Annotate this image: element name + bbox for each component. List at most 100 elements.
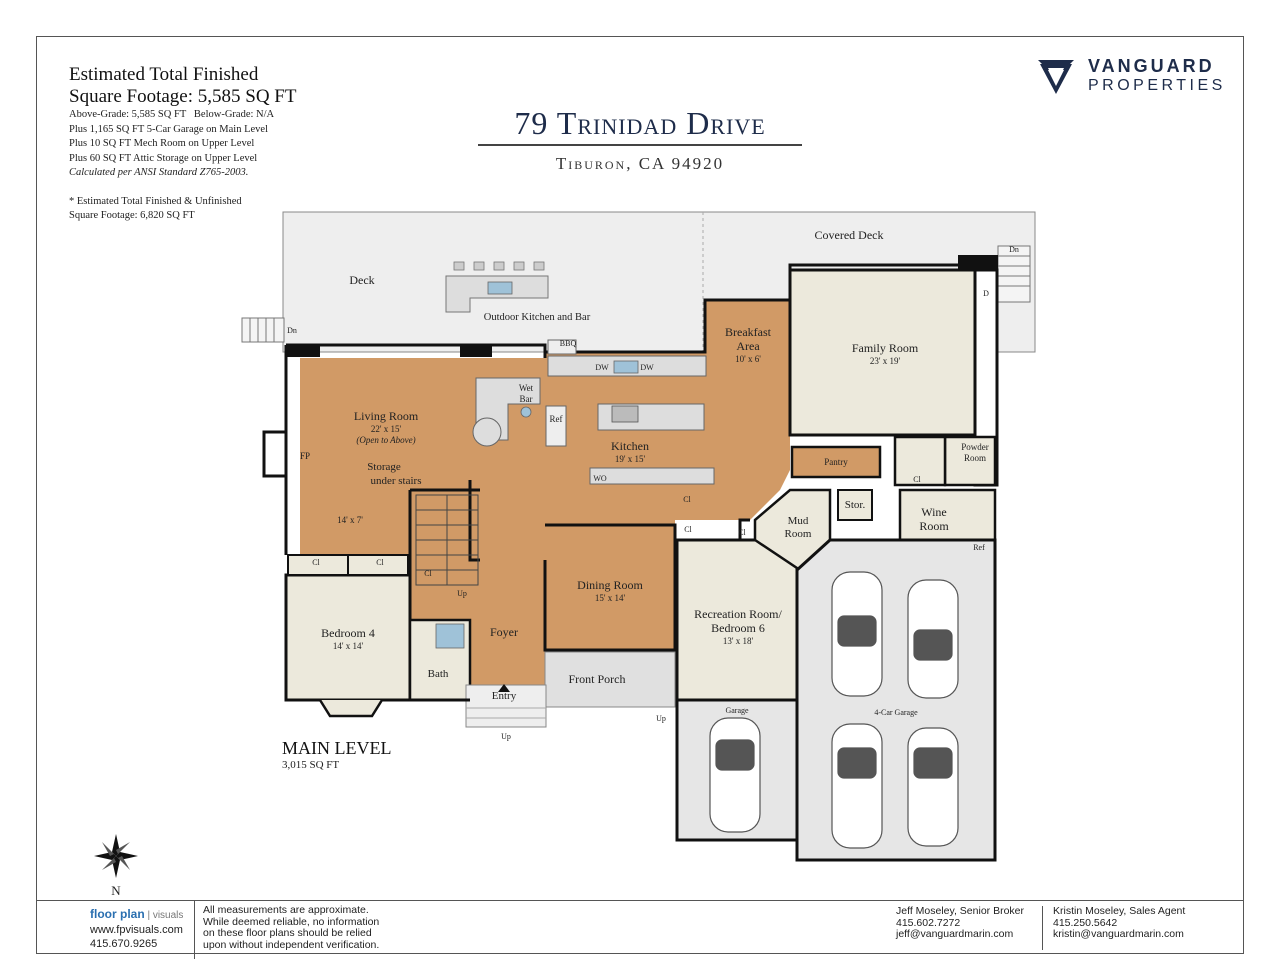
dining-room-label: Dining Room [577,578,643,592]
dishwasher-label: DW [640,363,654,372]
property-title: 79 Trinidad Drive Tiburon, CA 94920 [478,104,802,174]
powder-room-label-line2: Room [964,453,986,463]
wine-room-floor [898,488,997,544]
closet-label: Cl [684,525,692,534]
sqft-detail: Plus 1,165 SQ FT 5-Car Garage on Main Le… [69,123,268,135]
fireplace-icon [262,430,288,478]
kitchen-dimensions: 19' x 15' [615,454,646,464]
fp-phone: 415.670.9265 [90,938,158,950]
storage-label-line1: Storage [367,461,401,473]
powder-room-label-line1: Powder [961,442,989,452]
disclaimer-line: on these floor plans should be relied [203,927,372,939]
breakfast-dimensions: 10' x 6' [735,354,761,364]
breakfast-label-line2: Area [736,339,760,353]
agent-contact-jeff: Jeff Moseley, Senior Broker 415.602.7272… [896,905,1024,941]
fpvisuals-logo: floor plan | visuals www.fpvisuals.com 4… [90,907,184,950]
deck-stairs-right [997,245,1031,303]
deck-stairs-left [241,317,285,343]
stairs-up-label: Up [457,589,467,598]
agent-name: Kristin Moseley, Sales Agent [1053,905,1186,917]
sqft-detail: Plus 10 SQ FT Mech Room on Upper Level [69,138,255,149]
deck-down-label: Dn [287,326,297,335]
cooktop-icon [611,405,639,423]
car-icon [709,571,959,849]
family-room-label: Family Room [852,341,919,355]
sqft-standard: Calculated per ANSI Standard Z765-2003. [69,167,249,178]
breakfast-label-line1: Breakfast [725,325,772,339]
wet-bar-label-line2: Bar [520,394,533,404]
four-car-garage-label: 4-Car Garage [874,708,918,717]
compass-north-label: N [111,883,121,898]
disclaimer-line: upon without independent verification. [203,938,380,951]
living-room-dimensions: 22' x 15' [371,424,402,434]
foyer-label: Foyer [490,625,518,639]
dining-room-floor [545,525,675,650]
living-room-note: (Open to Above) [356,435,415,445]
fireplace-label: FP [300,451,310,461]
property-address: 79 Trinidad Drive [514,105,766,141]
storage-dimensions: 14' x 7' [337,515,363,525]
ref-label: Ref [550,414,563,424]
title-divider [478,144,802,146]
closet-label: Cl [738,528,746,537]
square-footage-summary: Estimated Total Finished Square Footage:… [69,64,389,224]
bath-label: Bath [428,668,449,680]
wet-bar-label-line1: Wet [519,383,534,393]
kitchen-label: Kitchen [611,439,649,453]
entry-label: Entry [492,690,517,702]
wood-floor-main [300,300,790,700]
powder-room-floor [943,435,997,487]
agent-phone: 415.250.5642 [1053,916,1118,929]
deck-label: Deck [349,273,374,287]
level-title: MAIN LEVEL 3,015 SQ FT [282,738,391,771]
agent-email[interactable]: kristin@vanguardmarin.com [1053,928,1184,940]
covered-deck-label: Covered Deck [815,228,884,242]
outdoor-sink-icon [487,281,513,295]
wine-room-label-line1: Wine [921,505,947,519]
entry-arrow-icon [498,684,510,692]
outdoor-kitchen-label: Outdoor Kitchen and Bar [484,312,591,323]
interior-stairs [415,494,479,586]
brand-line2: PROPERTIES [1088,77,1226,94]
agent-email[interactable]: jeff@vanguardmarin.com [896,928,1014,940]
kitchen-sink-icon [613,360,639,374]
recreation-room-label-line2: Bedroom 6 [711,621,765,635]
mud-room-label-line2: Room [785,528,812,540]
footer: floor plan | visuals www.fpvisuals.com 4… [36,900,1244,959]
storage-small-label: Stor. [845,499,866,511]
fp-website[interactable]: www.fpvisuals.com [90,924,183,936]
dishwasher-label: DW [595,363,609,372]
agent-contact-kristin: Kristin Moseley, Sales Agent 415.250.564… [1042,905,1186,950]
closet-label: Cl [913,475,921,484]
sqft-detail: Plus 60 SQ FT Attic Storage on Upper Lev… [69,152,258,164]
disclaimer-line: While deemed reliable, no information [203,915,380,928]
sqft-detail: Above-Grade: 5,585 SQ FT Below-Grade: N/… [69,109,275,120]
compass-rose: N [92,832,140,898]
page-frame [36,36,1244,954]
living-room-label: Living Room [354,409,419,423]
vanguard-logo-icon [1038,60,1074,94]
wall-oven-label: WO [593,474,607,483]
mud-room-label-line1: Mud [788,515,809,527]
agent-phone: 415.602.7272 [896,916,961,929]
sqft-title-line1: Estimated Total Finished [69,64,259,85]
entry-up-label: Up [501,732,511,741]
porch-up-label: Up [656,714,666,723]
dryer-label: D [983,289,989,298]
closet-label: Cl [683,495,691,504]
recreation-room-floor [675,538,799,702]
closet-label: Cl [312,558,320,567]
pantry-label: Pantry [824,457,848,467]
closet-label: Cl [424,569,432,578]
sqft-title-line2: Square Footage: 5,585 SQ FT [69,86,297,107]
deck-down-label: Dn [1009,245,1019,254]
bedroom4-label: Bedroom 4 [321,626,375,640]
front-porch-label: Front Porch [569,672,626,686]
front-porch-floor [544,651,676,708]
garage-label: Garage [725,706,749,715]
storage-label-line2: under stairs [370,475,421,487]
fp-logo-sub: visuals [152,910,184,921]
sqft-note-line2: Square Footage: 6,820 SQ FT [69,210,195,221]
sqft-note-line1: * Estimated Total Finished & Unfinished [69,195,242,207]
